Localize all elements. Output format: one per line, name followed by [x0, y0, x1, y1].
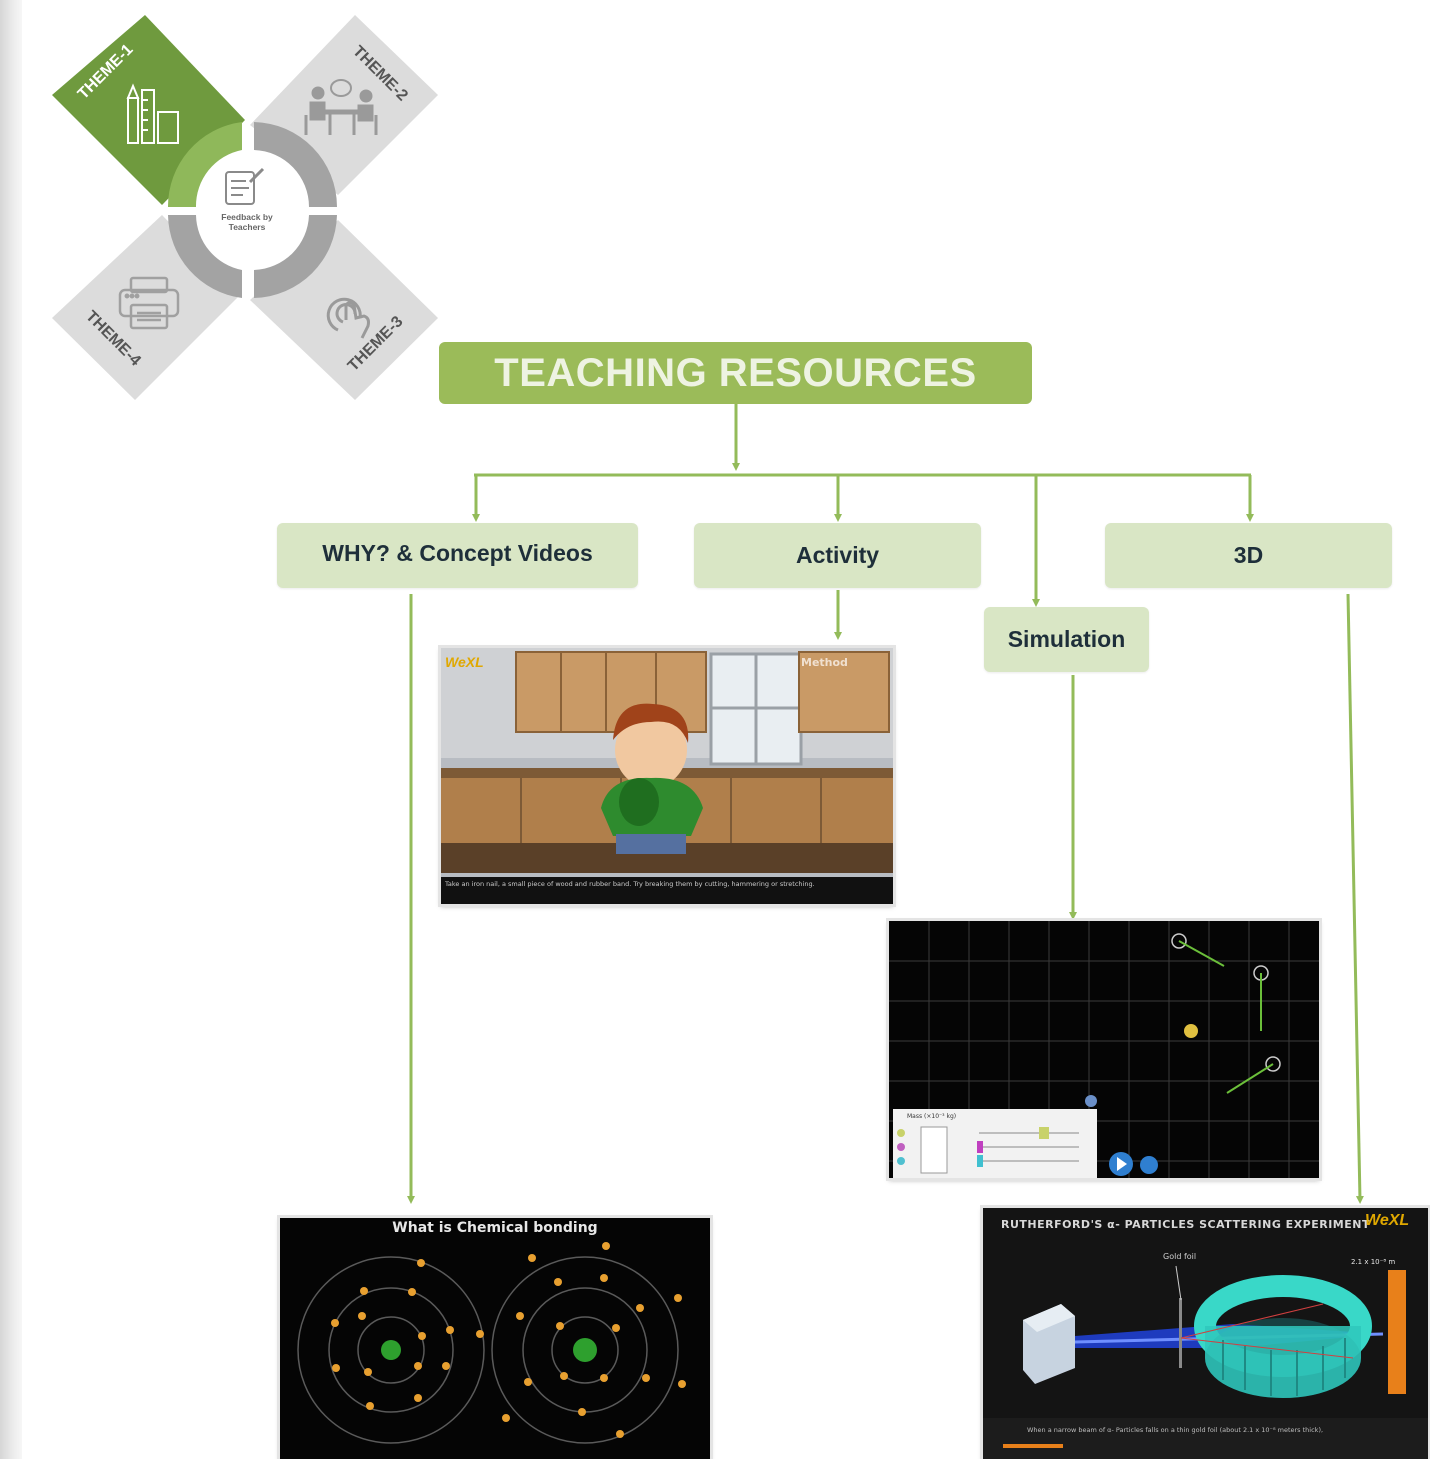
teacher-student-icon [304, 79, 378, 135]
why-thumbnail-title: What is Chemical bonding [392, 1220, 598, 1236]
theme-wheel: Feedback by Teachers [52, 15, 438, 400]
scale-label: 2.1 x 10⁻⁸ m [1351, 1258, 1396, 1266]
simulation-thumbnail[interactable]: Mass (×10⁻³ kg) [889, 921, 1319, 1178]
activity-caption: Take an iron nail, a small piece of wood… [445, 880, 815, 888]
activity-thumbnail[interactable]: WeXL Method Take an iron nail, a small p… [441, 648, 893, 904]
category-simulation[interactable]: Simulation [984, 607, 1149, 672]
3d-thumbnail-caption: When a narrow beam of α- Particles falls… [1027, 1426, 1324, 1434]
center-label-line1: Feedback by [221, 212, 273, 222]
feedback-note-icon [225, 167, 265, 205]
ruler-pencil-icon [126, 83, 179, 144]
center-label-line2: Teachers [229, 222, 266, 232]
theme-2-tile[interactable] [250, 15, 438, 195]
gold-foil-label: Gold foil [1163, 1252, 1197, 1261]
activity-scene [441, 648, 893, 904]
3d-brand-logo: WeXL [1365, 1212, 1410, 1229]
rutherford-scene [983, 1208, 1428, 1459]
simulation-scene [889, 921, 1319, 1178]
category-3d[interactable]: 3D [1105, 523, 1392, 588]
printer-icon [118, 276, 180, 330]
category-activity-label: Activity [795, 542, 880, 568]
wheel-center [197, 160, 299, 262]
activity-heading: Method [801, 656, 848, 669]
teaching-resources-title: TEACHING RESOURCES [494, 350, 977, 395]
category-why-label: WHY? & Concept Videos [322, 540, 593, 566]
chemical-bonding-scene [280, 1218, 710, 1459]
category-activity[interactable]: Activity [694, 523, 981, 588]
category-3d-label: 3D [1233, 542, 1264, 568]
why-concept-video-thumbnail[interactable]: What is Chemical bonding [280, 1218, 710, 1459]
category-why-concept-videos[interactable]: WHY? & Concept Videos [277, 523, 638, 588]
simulation-panel-heading: Mass (×10⁻³ kg) [907, 1113, 957, 1120]
touch-gesture-icon [326, 297, 370, 339]
activity-brand-logo: WeXL [445, 654, 484, 670]
category-simulation-label: Simulation [1007, 626, 1126, 652]
page-left-edge [0, 0, 22, 1459]
3d-thumbnail-heading: RUTHERFORD'S α- PARTICLES SCATTERING EXP… [1001, 1218, 1370, 1231]
3d-thumbnail[interactable]: RUTHERFORD'S α- PARTICLES SCATTERING EXP… [983, 1208, 1428, 1459]
connector-3d-thumb [1346, 593, 1364, 1204]
teaching-resources-title-box: TEACHING RESOURCES [439, 342, 1032, 404]
